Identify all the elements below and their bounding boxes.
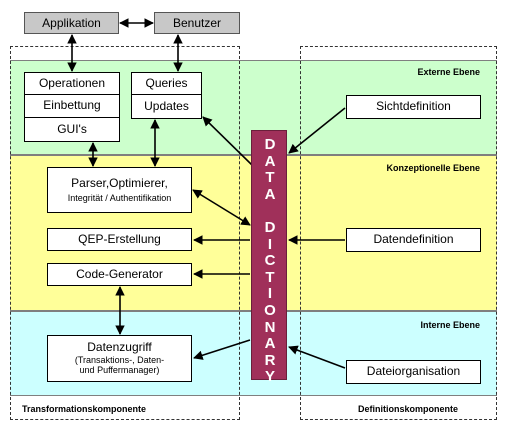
group-label-definition: Definitionskomponente [358, 404, 459, 414]
operationen-label: Operationen [38, 75, 106, 90]
arrow-dd-updates [202, 116, 253, 166]
data-dictionary-letter: R [264, 351, 276, 369]
qep-box: QEP-Erstellung [47, 228, 192, 251]
group-label-transformation: Transformationskomponente [22, 404, 147, 414]
data-dictionary-letter: D [264, 219, 276, 236]
layer-label-intern: Interne Ebene [420, 320, 480, 330]
sichtdefinition-label: Sichtdefinition [376, 99, 451, 114]
guis-box: GUI's [24, 118, 120, 142]
data-dictionary-letter: T [265, 268, 275, 286]
datendefinition-box: Datendefinition [346, 228, 481, 252]
data-dictionary-letter: I [267, 285, 273, 303]
datenzugriff-box: Datenzugriff (Transaktions-, Daten- und … [47, 335, 192, 382]
queries-box: Queries [131, 72, 202, 95]
data-dictionary-letter: N [264, 318, 276, 336]
sichtdefinition-box: Sichtdefinition [346, 95, 481, 119]
data-dictionary-letter: A [264, 185, 276, 203]
parser-box: Parser,Optimierer, Integrität / Authenti… [47, 167, 192, 213]
data-dictionary-letter: T [265, 169, 275, 187]
datendefinition-label: Datendefinition [373, 232, 454, 247]
layer-label-konzeptionell: Konzeptionelle Ebene [386, 163, 480, 173]
arrow-datei-dd [288, 345, 346, 369]
data-dictionary-letter: A [264, 335, 276, 353]
arrow-sicht-dd [288, 107, 346, 154]
einbettung-label: Einbettung [43, 98, 101, 113]
dateiorganisation-label: Dateiorganisation [366, 364, 461, 379]
parser-label: Parser,Optimierer, [71, 175, 168, 190]
data-dictionary-letter: C [264, 252, 276, 270]
layer-label-extern: Externe Ebene [417, 67, 480, 77]
datenzugriff-sublabel-1: (Transaktions-, Daten- [74, 355, 165, 366]
qep-label: QEP-Erstellung [78, 231, 161, 246]
data-dictionary-letter: D [264, 136, 276, 153]
guis-label: GUI's [57, 121, 87, 136]
data-dictionary-letter: O [264, 302, 276, 319]
group-definition [300, 46, 497, 420]
datenzugriff-label: Datenzugriff [87, 340, 152, 355]
datenzugriff-sublabel-2: und Puffermanager) [79, 365, 160, 376]
queries-label: Queries [145, 75, 188, 90]
data-dictionary-letter: A [264, 152, 276, 170]
arrow-dd-datenzugriff [193, 339, 251, 360]
data-dictionary-letter: I [267, 235, 273, 253]
applikation-label: Applikation [42, 16, 101, 30]
updates-box: Updates [131, 95, 202, 119]
einbettung-box: Einbettung [24, 95, 120, 118]
arrow-parser-dd [192, 189, 251, 226]
codegen-box: Code-Generator [47, 263, 192, 286]
operationen-box: Operationen [24, 72, 120, 95]
benutzer-box: Benutzer [154, 12, 240, 34]
dateiorganisation-box: Dateiorganisation [346, 360, 481, 384]
parser-sublabel: Integrität / Authentifikation [67, 192, 172, 203]
applikation-box: Applikation [24, 12, 119, 34]
updates-label: Updates [144, 98, 189, 113]
group-transformation [10, 46, 240, 420]
codegen-label: Code-Generator [76, 266, 163, 281]
benutzer-label: Benutzer [172, 16, 222, 30]
data-dictionary-letter: Y [264, 368, 275, 386]
